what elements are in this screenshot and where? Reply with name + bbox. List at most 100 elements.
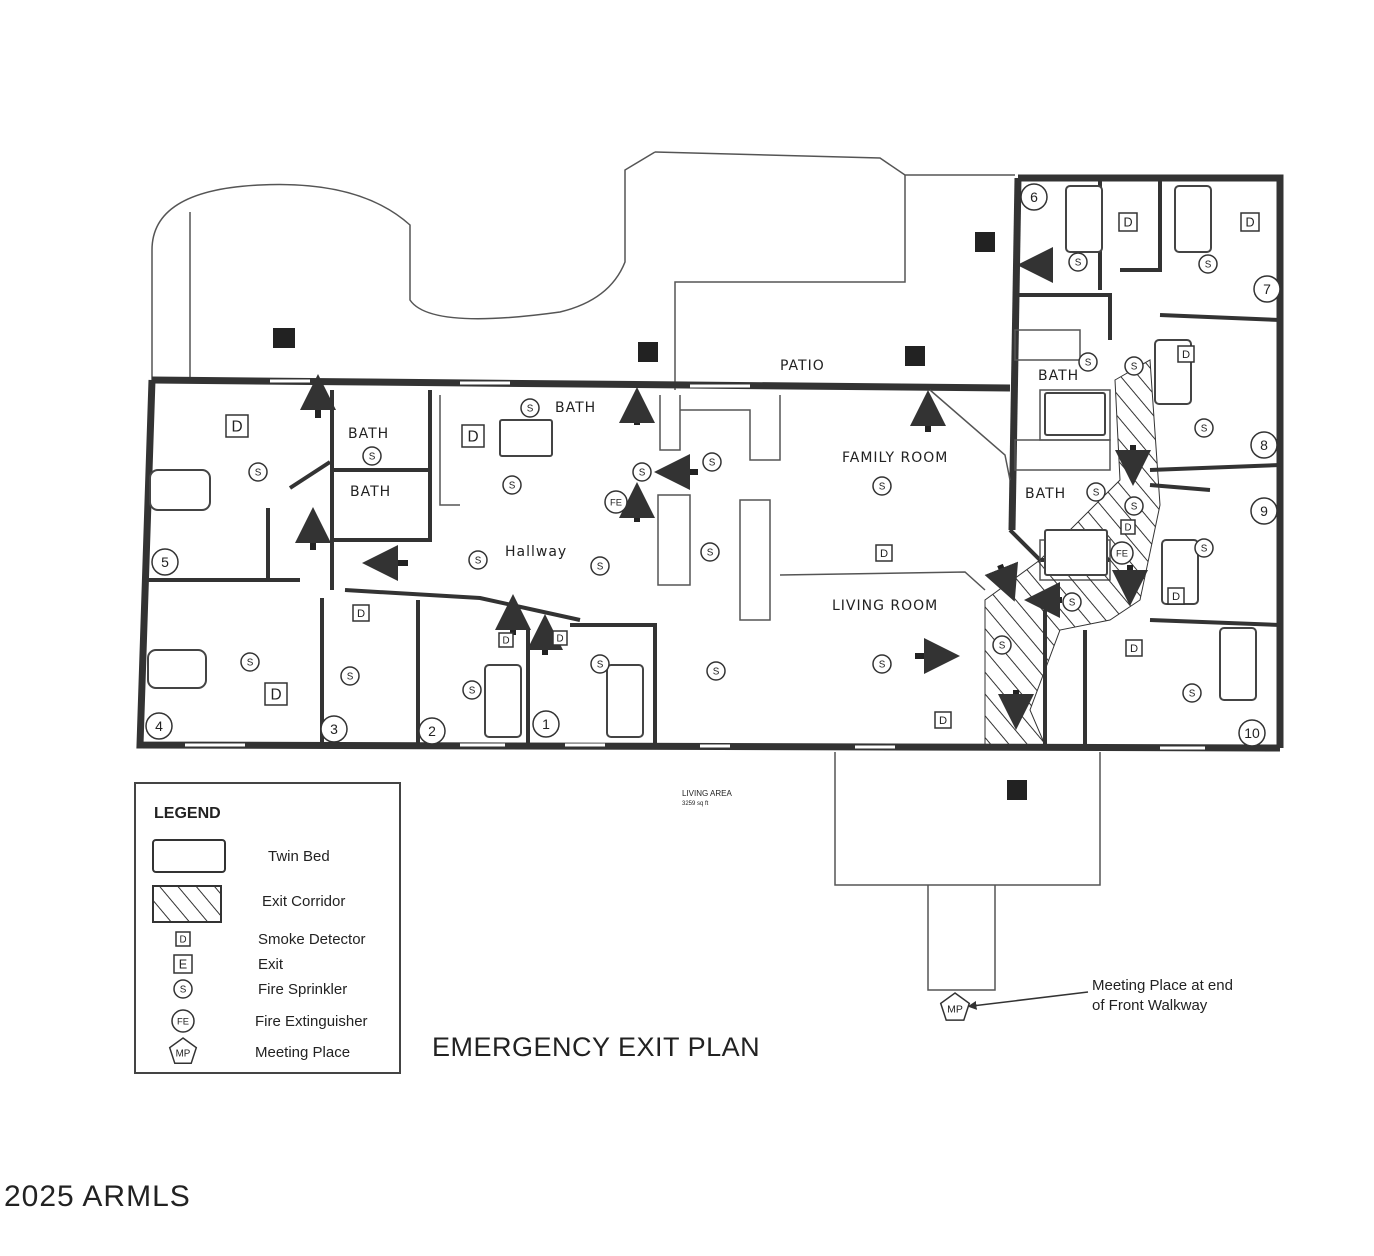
sprinkler-letter: S: [369, 451, 376, 462]
bedroom-number-2: 2: [418, 717, 446, 745]
sprinkler-letter: S: [639, 467, 646, 478]
fire-sprinkler-icon: S: [632, 462, 652, 482]
fire-sprinkler-icon: S: [590, 654, 610, 674]
sprinkler-letter: S: [1093, 487, 1100, 498]
sprinkler-letter: S: [597, 561, 604, 572]
sprinkler-letter: S: [475, 555, 482, 566]
fire-sprinkler-icon: S: [362, 446, 382, 466]
smoke-detector-icon: D: [1118, 212, 1138, 232]
bedroom-number-text: 2: [428, 723, 436, 739]
sprinkler-letter: S: [1075, 257, 1082, 268]
fire-sprinkler-icon: S: [173, 979, 193, 999]
bath-label-4: BATH: [1038, 368, 1079, 384]
sprinkler-letter: S: [713, 666, 720, 677]
fire-sprinkler-icon: S: [1068, 252, 1088, 272]
fire-sprinkler-icon: S: [1086, 482, 1106, 502]
plan-title: EMERGENCY EXIT PLAN: [432, 1032, 760, 1062]
legend-label-fire-extinguisher: Fire Extinguisher: [255, 1013, 368, 1030]
sprinkler-letter: S: [469, 685, 476, 696]
twin-beds: [147, 185, 1257, 738]
sprinkler-letter: S: [527, 403, 534, 414]
meeting-note-line-1: Meeting Place at end: [1092, 977, 1233, 994]
post-marker: [273, 328, 295, 348]
bedroom-number-8: 8: [1250, 431, 1278, 459]
smoke-detector-icon: D: [264, 682, 288, 706]
exit-icon: E: [173, 954, 193, 974]
detector-letter: D: [270, 686, 281, 703]
exit-arrows: [295, 247, 1151, 730]
detector-letter: D: [502, 635, 509, 646]
smoke-detector-icon: D: [875, 544, 893, 562]
copyright-notice: 2025 ARMLS: [4, 1180, 191, 1213]
fire-sprinkler-icon: S: [1062, 592, 1082, 612]
sprinkler-letter: S: [1205, 259, 1212, 270]
post-marker: [1007, 780, 1027, 800]
post-marker: [638, 342, 658, 362]
bath-label-3: BATH: [555, 400, 596, 416]
legend-label-twin-bed: Twin Bed: [268, 848, 330, 865]
sprinkler-letter: S: [509, 480, 516, 491]
detector-letter: D: [467, 428, 478, 445]
legend-label-exit-corridor: Exit Corridor: [262, 893, 345, 910]
hallway-label: Hallway: [505, 544, 567, 560]
fire-extinguisher-icon: FE: [604, 490, 628, 514]
interior-walls: [145, 180, 1281, 748]
fire-sprinkler-icon: S: [462, 680, 482, 700]
legend-exit-corridor-swatch: [152, 885, 222, 923]
extinguisher-letters: FE: [1116, 548, 1128, 558]
detector-letter: D: [231, 418, 242, 435]
detector-letter: D: [880, 548, 888, 560]
extinguisher-letters: FE: [177, 1016, 189, 1026]
smoke-detector-icon: D: [934, 711, 952, 729]
sprinkler-letter: S: [879, 659, 886, 670]
extinguisher-letters: FE: [610, 497, 622, 507]
sprinkler-letter: S: [1131, 361, 1138, 372]
exit-letter: E: [179, 957, 187, 971]
fire-sprinkler-icon: S: [240, 652, 260, 672]
fire-sprinkler-icon: S: [702, 452, 722, 472]
fire-extinguisher-icon: FE: [1110, 541, 1134, 565]
sprinkler-letter: S: [597, 659, 604, 670]
post-marker: [975, 232, 995, 252]
smoke-detector-icon: D: [1240, 212, 1260, 232]
bedroom-number-text: 5: [161, 554, 169, 570]
meeting-place-letters: MP: [947, 1004, 963, 1016]
meeting-place-icon: MP: [168, 1037, 198, 1065]
legend-label-fire-sprinkler: Fire Sprinkler: [258, 981, 347, 998]
legend-heading: LEGEND: [154, 805, 221, 822]
smoke-detector-icon: D: [461, 424, 485, 448]
patio-label: PATIO: [780, 358, 825, 374]
family-room-label: FAMILY ROOM: [842, 450, 948, 466]
fire-sprinkler-icon: S: [706, 661, 726, 681]
sprinkler-letter: S: [1085, 357, 1092, 368]
living-area-label: LIVING AREA: [682, 789, 732, 798]
smoke-detector-icon: D: [1177, 345, 1195, 363]
patio-outline: [151, 151, 1015, 390]
detector-letter: D: [1123, 215, 1132, 229]
smoke-detector-icon: D: [498, 632, 514, 648]
meeting-place-icon: MP: [939, 992, 971, 1021]
smoke-detector-icon: D: [352, 604, 370, 622]
fire-sprinkler-icon: S: [872, 654, 892, 674]
bedroom-number-7: 7: [1253, 275, 1281, 303]
bedroom-number-4: 4: [145, 712, 173, 740]
sprinkler-letter: S: [255, 467, 262, 478]
smoke-detector-icon: D: [1120, 519, 1136, 535]
detector-letter: D: [939, 715, 947, 727]
fire-sprinkler-icon: S: [1198, 254, 1218, 274]
sprinkler-letter: S: [247, 657, 254, 668]
fire-sprinkler-icon: S: [502, 475, 522, 495]
fire-sprinkler-icon: S: [1124, 356, 1144, 376]
detector-letter: D: [1124, 522, 1131, 533]
bedroom-number-text: 8: [1260, 437, 1268, 453]
detector-letter: D: [1182, 349, 1190, 361]
smoke-detector-icon: D: [552, 630, 568, 646]
fire-extinguisher-icon: FE: [171, 1009, 195, 1033]
meeting-note-line-2: of Front Walkway: [1092, 997, 1208, 1014]
detector-letter: D: [179, 934, 186, 945]
bedroom-number-10: 10: [1238, 719, 1266, 747]
meeting-place-note: Meeting Place at end of Front Walkway: [967, 977, 1233, 1014]
bedroom-number-text: 9: [1260, 503, 1268, 519]
